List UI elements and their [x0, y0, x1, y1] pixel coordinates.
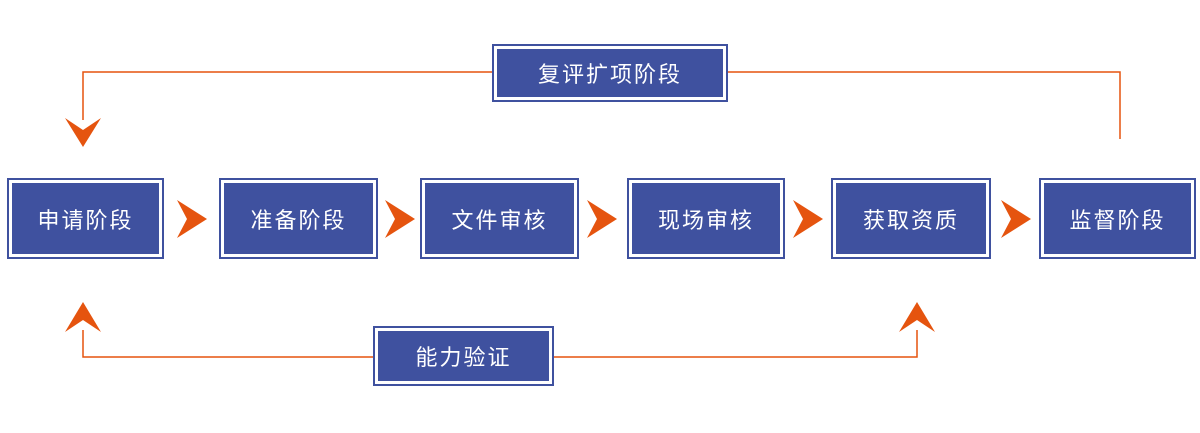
flow-step-preparation: 准备阶段 — [219, 178, 378, 259]
loop-label: 能力验证 — [378, 331, 549, 381]
loop-label: 复评扩项阶段 — [497, 49, 723, 97]
flow-step-label: 监督阶段 — [1044, 183, 1191, 254]
flow-step-label: 准备阶段 — [224, 183, 373, 254]
flow-arrow-icon — [793, 200, 823, 238]
flow-step-label: 申请阶段 — [12, 183, 159, 254]
flow-step-obtain-qualification: 获取资质 — [831, 178, 991, 259]
flow-step-document-review: 文件审核 — [420, 178, 579, 259]
flow-arrow-icon — [587, 200, 617, 238]
flow-arrow-icon — [1001, 200, 1031, 238]
flow-step-application: 申请阶段 — [7, 178, 164, 259]
arrowhead-up-right-icon — [899, 302, 935, 332]
flow-step-supervision: 监督阶段 — [1039, 178, 1196, 259]
proficiency-testing-node: 能力验证 — [373, 326, 554, 386]
flow-arrow-icon — [177, 200, 207, 238]
flow-arrow-icon — [385, 200, 415, 238]
flow-step-label: 现场审核 — [632, 183, 780, 254]
flow-step-onsite-audit: 现场审核 — [627, 178, 785, 259]
flow-step-label: 获取资质 — [836, 183, 986, 254]
flow-step-label: 文件审核 — [425, 183, 574, 254]
arrowhead-down-icon — [65, 118, 101, 147]
reassessment-expansion-node: 复评扩项阶段 — [492, 44, 728, 102]
arrowhead-up-left-icon — [65, 302, 101, 332]
